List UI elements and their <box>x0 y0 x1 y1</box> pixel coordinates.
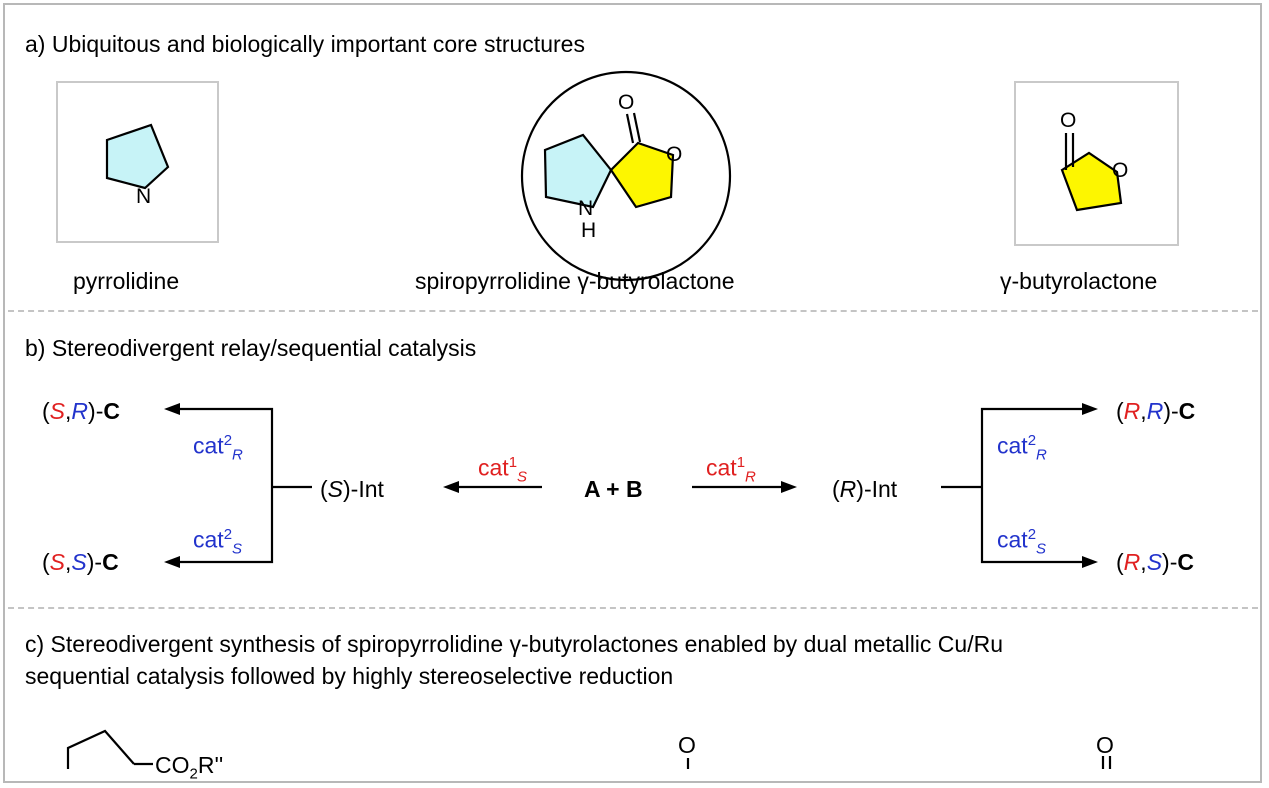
left-branch-bracket <box>173 407 274 564</box>
butyrolactone-label: γ-butyrolactone <box>1000 268 1158 294</box>
c-fragment-label: CO2R'' <box>155 752 224 783</box>
arrowhead-ss <box>164 556 180 568</box>
arrowhead-r-int <box>781 481 797 493</box>
arrowhead-rs <box>1082 556 1098 568</box>
right-branch-bracket <box>980 407 1090 564</box>
c-right-o: O <box>1096 732 1114 758</box>
cat2-r-right: cat2R <box>997 432 1047 464</box>
section-c-heading-line1: c) Stereodivergent synthesis of spiropyr… <box>25 631 1003 657</box>
atom-spiro-carbonyl-o: O <box>618 91 635 114</box>
separator-bc <box>8 607 1258 609</box>
spiro-label: spiropyrrolidine γ-butyrolactone <box>415 268 735 294</box>
spiro-carbonyl-bond-2 <box>632 112 642 143</box>
cat2-r-left: cat2R <box>193 432 243 464</box>
product-sr: (S,R)-C <box>42 398 120 424</box>
section-c-heading-line2: sequential catalysis followed by highly … <box>25 663 674 689</box>
pyrrolidine-ring <box>105 123 170 190</box>
atom-nh-n: N <box>578 197 594 220</box>
structures-svg <box>66 70 1123 769</box>
cat2-s-left: cat2S <box>193 526 243 558</box>
c-fragment-ring <box>66 729 135 769</box>
spiro-carbonyl-bond <box>625 113 635 144</box>
cat1-s: cat1S <box>478 454 528 486</box>
cat1-r: cat1R <box>706 454 756 486</box>
pyrrolidine-label: pyrrolidine <box>73 268 180 294</box>
product-rs: (R,S)-C <box>1116 549 1194 575</box>
product-rr: (R,R)-C <box>1116 398 1196 424</box>
spiro-pyrrolidine-ring <box>543 133 613 209</box>
atom-n: N <box>136 185 152 208</box>
butyrolactone-box <box>1014 81 1179 246</box>
atom-lactone-carbonyl-o: O <box>1060 109 1077 132</box>
arrowhead-s-int <box>443 481 459 493</box>
section-a-heading: a) Ubiquitous and biologically important… <box>25 31 585 57</box>
atom-lactone-ring-o: O <box>1112 159 1129 182</box>
separator-ab <box>8 310 1258 312</box>
spiro-lactone-ring <box>609 141 675 209</box>
atom-nh-h: H <box>581 219 597 242</box>
product-ss: (S,S)-C <box>42 549 119 575</box>
section-b-heading: b) Stereodivergent relay/sequential cata… <box>25 335 477 361</box>
pyrrolidine-box <box>56 81 219 243</box>
cat2-s-right: cat2S <box>997 526 1047 558</box>
arrowhead-rr <box>1082 403 1098 415</box>
butyrolactone-ring <box>1060 151 1123 212</box>
spiro-circle <box>520 70 732 282</box>
arrowhead-sr <box>164 403 180 415</box>
r-int-label: (R)-Int <box>832 476 898 502</box>
a-plus-b: A + B <box>584 476 643 502</box>
atom-spiro-ring-o: O <box>666 143 683 166</box>
s-int-label: (S)-Int <box>320 476 384 502</box>
c-mid-o: O <box>678 732 696 758</box>
